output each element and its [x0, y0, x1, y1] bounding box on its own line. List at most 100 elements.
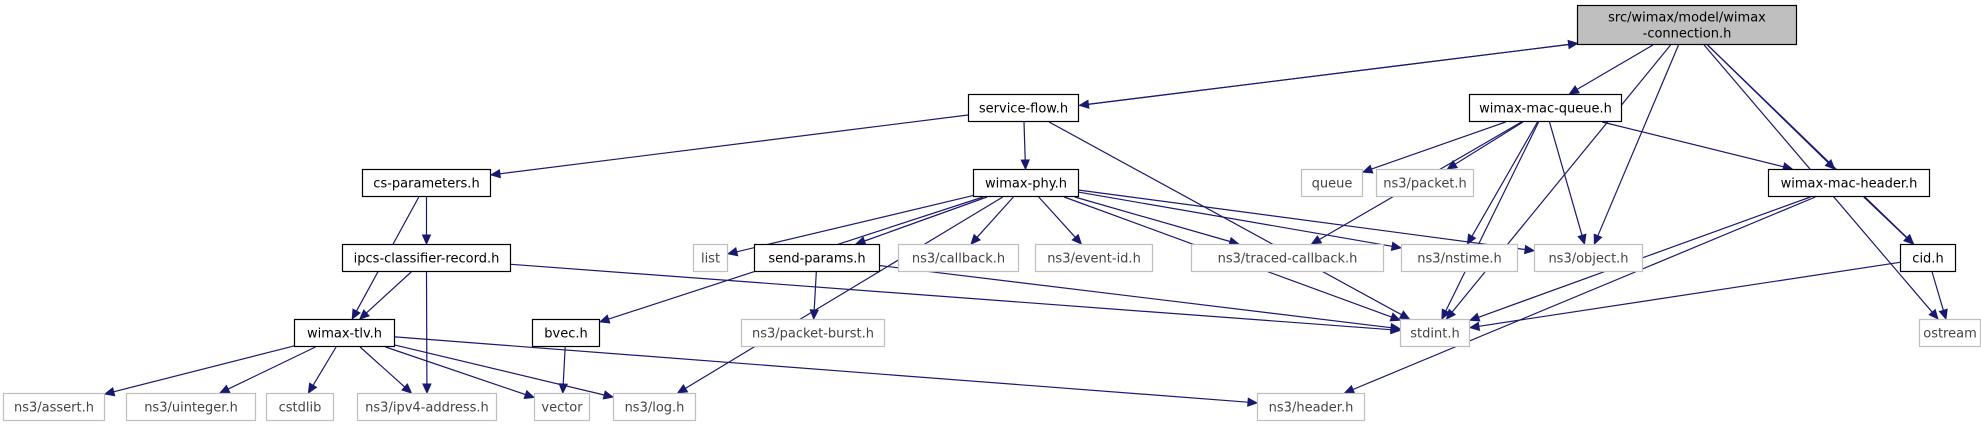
- node-box: [2, 392, 106, 422]
- node-box: [293, 318, 396, 348]
- edge-mac_queue-to-stdint: [1441, 121, 1540, 321]
- edge-wimax_phy-to-send_params: [854, 196, 988, 246]
- arrowhead: [1524, 244, 1536, 255]
- node-ostream: ostream: [1918, 318, 1981, 348]
- edge-wimax_tlv-to-uinteger: [218, 346, 316, 394]
- node-cs-params[interactable]: cs-parameters.h: [361, 168, 492, 198]
- edge-line: [1931, 271, 1944, 311]
- edge-wimax_phy-to-object: [1078, 189, 1536, 255]
- node-service-flow[interactable]: service-flow.h: [967, 93, 1080, 123]
- node-label: cid.h: [1912, 252, 1943, 267]
- edge-mac_queue-to-ns3_packet: [1446, 121, 1524, 170]
- node-ipcs[interactable]: ipcs-classifier-record.h: [341, 243, 512, 273]
- arrowhead: [1071, 233, 1083, 245]
- edge-wimax_tlv-to-vector: [385, 346, 536, 399]
- edge-line: [227, 346, 316, 390]
- node-label: wimax-phy.h: [985, 177, 1067, 192]
- node-box: [897, 243, 1020, 273]
- node-wimax-phy[interactable]: wimax-phy.h: [972, 168, 1080, 198]
- node-label: stdint.h: [1410, 327, 1459, 342]
- arrowhead: [1441, 308, 1451, 321]
- node-box: [612, 392, 697, 422]
- arrowhead: [422, 383, 432, 395]
- node-box: [1034, 243, 1154, 273]
- node-label: ns3/object.h: [1548, 252, 1628, 267]
- edge-line: [1048, 121, 1402, 316]
- edge-connection-to-object: [1593, 44, 1680, 246]
- arrowhead: [1343, 384, 1356, 394]
- node-mac-header[interactable]: wimax-mac-header.h: [1767, 168, 1931, 198]
- edge-ipcs-to-ipv4: [422, 271, 432, 395]
- edge-wimax_phy-to-traced_cb: [1074, 196, 1240, 247]
- arrowhead: [358, 309, 370, 320]
- edge-wimax_phy-to-log: [676, 196, 1004, 394]
- edge-wimax_phy-to-callback: [970, 196, 1014, 245]
- arrowhead: [1310, 235, 1323, 245]
- edge-line: [736, 195, 974, 253]
- node-label: ns3/callback.h: [912, 252, 1005, 267]
- edge-line: [359, 346, 406, 388]
- edge-line: [1352, 196, 1816, 391]
- arrowhead: [602, 390, 615, 400]
- edge-wimax_tlv-to-cstdlib: [307, 346, 337, 395]
- node-label: cs-parameters.h: [373, 177, 479, 192]
- node-object: ns3/object.h: [1533, 243, 1644, 273]
- node-wimax-tlv[interactable]: wimax-tlv.h: [293, 318, 396, 348]
- node-box: [967, 93, 1080, 123]
- arrowhead: [1247, 397, 1259, 407]
- node-cid[interactable]: cid.h: [1899, 243, 1957, 273]
- node-ipv4: ns3/ipv4-address.h: [356, 392, 498, 422]
- edge-wimax_tlv-to-ipv4: [359, 346, 413, 394]
- node-mac-queue[interactable]: wimax-mac-queue.h: [1468, 93, 1623, 123]
- node-label: ns3/log.h: [625, 401, 685, 416]
- node-queue: queue: [1300, 168, 1364, 198]
- edge-line: [1471, 121, 1539, 237]
- arrowhead: [103, 387, 116, 397]
- node-ns3-packet: ns3/packet.h: [1375, 168, 1475, 198]
- edge-line: [879, 265, 1392, 329]
- node-bvec[interactable]: bvec.h: [531, 318, 601, 348]
- arrowhead: [1568, 85, 1581, 95]
- edge-line: [1602, 121, 1784, 168]
- edge-send_params-to-stdint: [879, 265, 1402, 333]
- node-send-params[interactable]: send-params.h: [753, 243, 881, 273]
- edge-line: [1707, 44, 1908, 239]
- node-label: ns3/traced-callback.h: [1218, 252, 1358, 267]
- node-label: ns3/packet.h: [1383, 177, 1467, 192]
- node-callback: ns3/callback.h: [897, 243, 1020, 273]
- node-label: ns3/ipv4-address.h: [365, 401, 489, 416]
- arrowhead: [1446, 159, 1459, 170]
- edge-bvec-to-vector: [558, 346, 568, 395]
- edge-connection-to-stdint: [1445, 44, 1672, 320]
- edge-line: [1478, 261, 1901, 327]
- node-label: ns3/event-id.h: [1047, 252, 1141, 267]
- node-stdint: stdint.h: [1399, 318, 1471, 348]
- edge-line: [864, 196, 988, 242]
- arrowhead: [401, 383, 413, 394]
- node-label: ns3/nstime.h: [1417, 252, 1501, 267]
- arrowhead: [676, 383, 689, 394]
- node-box: [753, 243, 881, 273]
- edge-line: [1078, 191, 1393, 247]
- arrowhead: [1020, 159, 1030, 171]
- node-box: [1399, 318, 1471, 348]
- node-uinteger: ns3/uinteger.h: [125, 392, 257, 422]
- edge-line: [1038, 196, 1076, 238]
- node-label: wimax-mac-header.h: [1781, 177, 1918, 192]
- edge-line: [1445, 121, 1540, 312]
- node-label: ns3/packet-burst.h: [752, 327, 874, 342]
- edge-line: [394, 336, 1249, 403]
- edge-ipcs-to-wimax_tlv: [358, 271, 412, 320]
- arrowhead: [1824, 159, 1836, 170]
- node-box: [740, 318, 886, 348]
- edge-line: [1597, 44, 1680, 236]
- arrowhead: [1938, 308, 1948, 321]
- edge-line: [1078, 189, 1526, 251]
- node-connection[interactable]: src/wimax/model/wimax-connection.h: [1576, 4, 1798, 46]
- node-assert: ns3/assert.h: [2, 392, 106, 422]
- edge-send_params-to-packet_burst: [809, 271, 819, 321]
- edge-mac_queue-to-nstime: [1466, 121, 1539, 246]
- nodes-layer: src/wimax/model/wimax-connection.h servic…: [2, 4, 1981, 422]
- edge-cid-to-stdint: [1468, 261, 1901, 331]
